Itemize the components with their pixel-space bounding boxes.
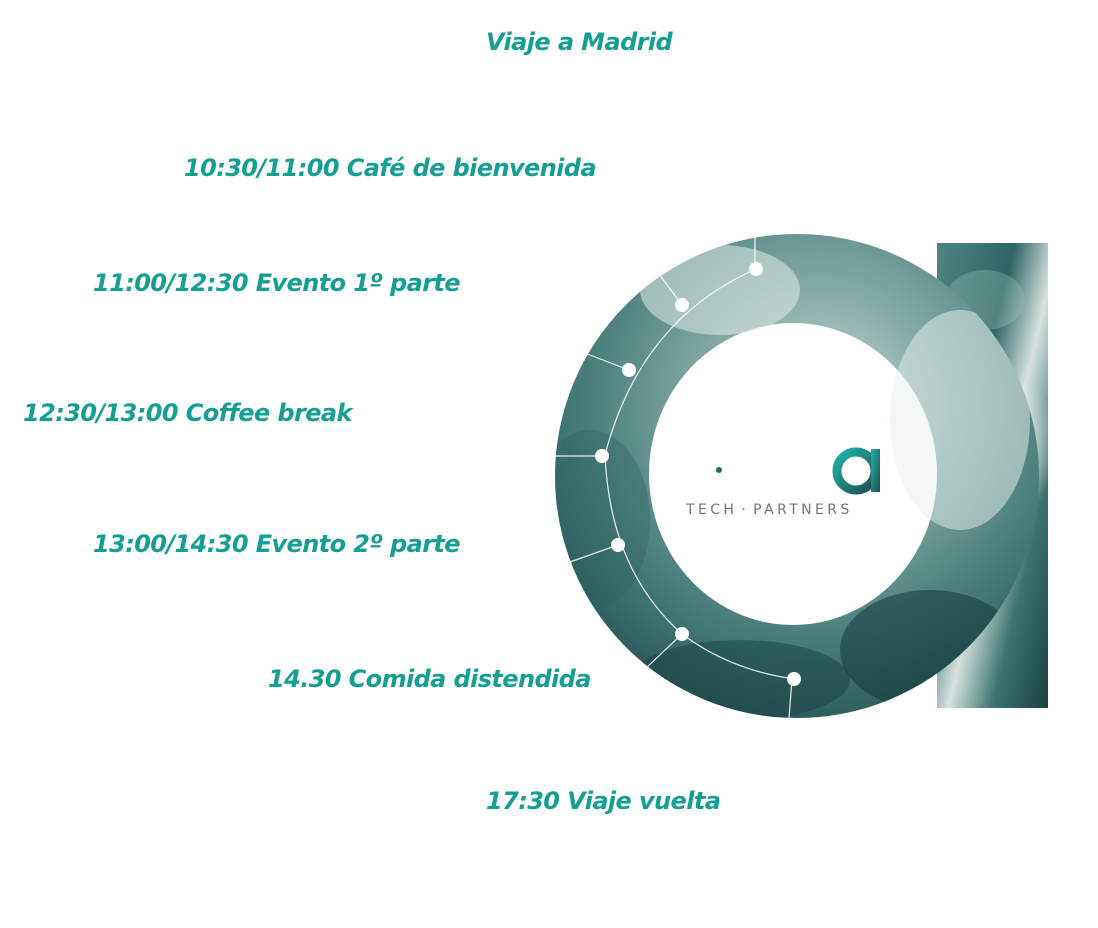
timeline-node [675, 627, 689, 641]
schedule-item: 11:00/12:30 Evento 1º parte [93, 269, 461, 297]
timeline-node [622, 363, 636, 377]
schedule-item: 17:30 Viaje vuelta [486, 787, 721, 815]
schedule-item: 14.30 Comida distendida [268, 665, 591, 693]
schedule-item: 10:30/11:00 Café de bienvenida [184, 154, 597, 182]
timeline-node [787, 672, 801, 686]
logo-separator: · [741, 502, 750, 518]
timeline-arc [556, 234, 795, 719]
logo-word-partners: PARTNERS [753, 502, 853, 518]
schedule-item: 12:30/13:00 Coffee break [23, 399, 352, 427]
letter-a-logo-icon [716, 447, 880, 495]
timeline-node [595, 449, 609, 463]
letter-a-bowl [555, 234, 1039, 718]
logo-wordmark: TECH·PARTNERS [686, 503, 853, 517]
logo-word-tech: TECH [686, 502, 738, 518]
page-title: Viaje a Madrid [486, 28, 673, 56]
schedule-item: 13:00/14:30 Evento 2º parte [93, 530, 461, 558]
timeline-node [749, 262, 763, 276]
timeline-node [611, 538, 625, 552]
timeline-nodes [595, 262, 801, 686]
timeline-node [675, 298, 689, 312]
